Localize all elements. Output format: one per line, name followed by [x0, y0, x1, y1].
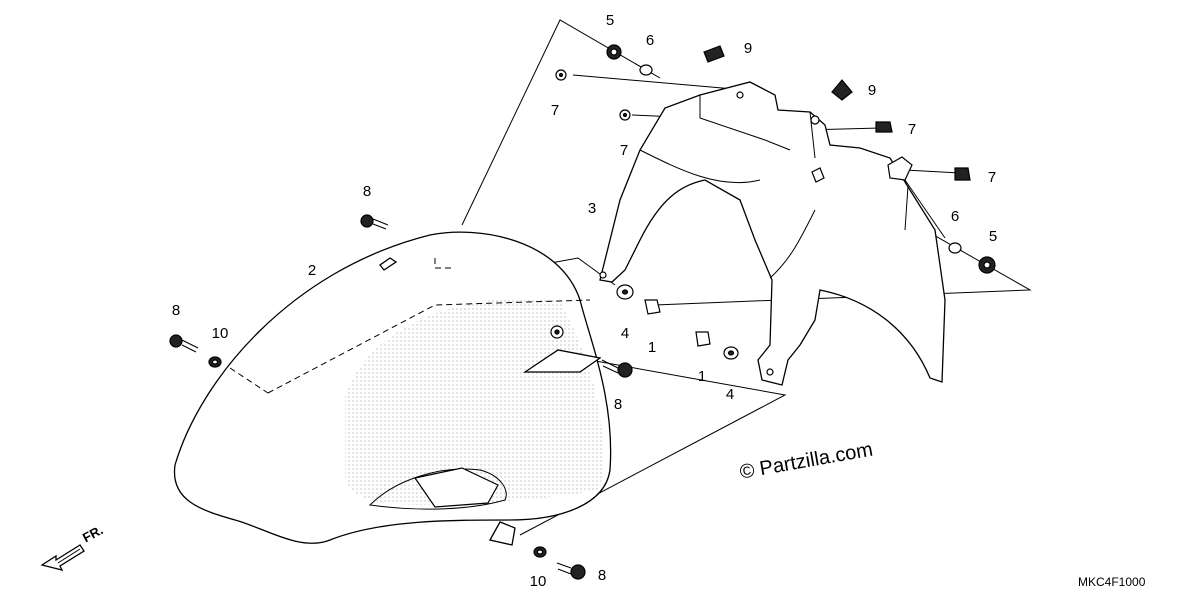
callout-1-a: 1 [648, 339, 656, 356]
front-direction-arrow [40, 544, 85, 571]
callout-7-c: 7 [908, 121, 916, 138]
bolt-part-8-bottom [556, 562, 586, 580]
callout-10-left: 10 [212, 325, 229, 342]
callout-2: 2 [308, 262, 316, 279]
callout-3: 3 [588, 200, 596, 217]
callout-4-b: 4 [726, 386, 734, 403]
callout-7-a: 7 [551, 102, 559, 119]
collar-part-1-b [695, 331, 711, 347]
callout-10-bottom: 10 [530, 573, 547, 590]
bolt-part-8-mid [601, 359, 633, 378]
clip-part-9-mid [831, 79, 853, 101]
callout-5-right: 5 [989, 228, 997, 245]
callout-6-right: 6 [951, 208, 959, 225]
callout-7-b: 7 [620, 142, 628, 159]
callout-8-bottom: 8 [598, 567, 606, 584]
clip-part-9-top [703, 45, 725, 63]
front-fender [173, 231, 612, 546]
bolt-part-8-left [169, 334, 199, 353]
callout-8-left: 8 [172, 302, 180, 319]
callout-9-mid: 9 [868, 82, 876, 99]
hardware [169, 44, 996, 580]
callout-7-d: 7 [988, 169, 996, 186]
callout-6-top: 6 [646, 32, 654, 49]
washer-part-6-right [948, 242, 962, 254]
screw-part-7-c [875, 121, 893, 133]
bolt-part-8-top [360, 214, 389, 230]
washer-part-6-top [639, 64, 653, 76]
callout-9-top: 9 [744, 40, 752, 57]
inner-fender-bracket [599, 81, 946, 386]
callout-labels: 5 6 9 7 9 7 7 7 8 3 6 5 2 8 4 10 1 1 4 8… [172, 12, 997, 590]
collar-part-1-a [644, 299, 661, 315]
callout-5-top: 5 [606, 12, 614, 29]
callout-8-mid: 8 [614, 396, 622, 413]
diagram-code: MKC4F1000 [1078, 575, 1146, 589]
callout-4-a: 4 [621, 325, 629, 342]
callout-1-b: 1 [698, 368, 706, 385]
screw-part-7-d [954, 167, 971, 181]
callout-8-top: 8 [363, 183, 371, 200]
